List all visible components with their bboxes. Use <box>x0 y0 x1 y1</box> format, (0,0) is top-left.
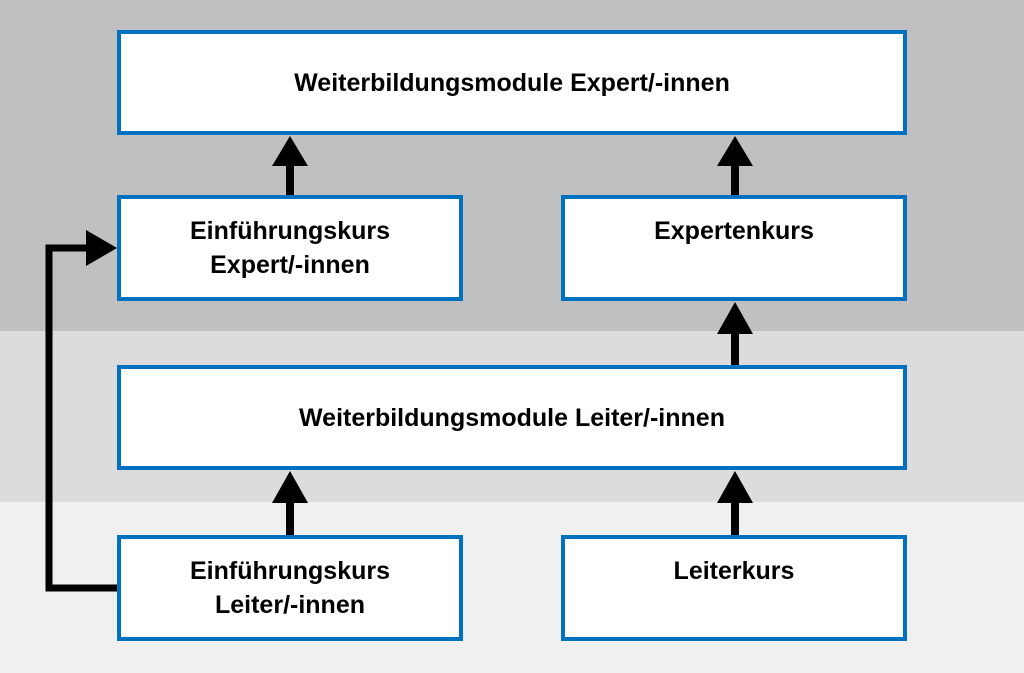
arrow-shaft <box>731 160 739 197</box>
box-label: Weiterbildungsmodule Expert/-innen <box>294 68 730 97</box>
box-leader-modules: Weiterbildungsmodule Leiter/-innen <box>117 365 907 470</box>
arrow-shaft <box>731 330 739 367</box>
box-label: Leiterkurs <box>673 557 795 585</box>
box-expert-modules: Weiterbildungsmodule Expert/-innen <box>117 30 907 135</box>
arrow-shaft <box>286 500 294 537</box>
box-intro-leader: Einführungskurs Leiter/-innen <box>117 535 463 641</box>
box-leader-course: Leiterkurs <box>561 535 907 641</box>
box-expert-course: Expertenkurs <box>561 195 907 301</box>
box-label: Expertenkurs <box>654 217 814 245</box>
arrow-shaft <box>286 160 294 197</box>
arrow-head <box>717 302 753 334</box>
bypass-connector <box>45 244 118 592</box>
box-label: Weiterbildungsmodule Leiter/-innen <box>299 403 725 432</box>
arrow-head <box>717 136 753 166</box>
box-label: Einführungskurs Leiter/-innen <box>189 557 390 619</box>
arrow-head <box>717 471 753 503</box>
arrow-head <box>272 136 308 166</box>
box-intro-expert: Einführungskurs Expert/-innen <box>117 195 463 301</box>
arrow-head <box>272 471 308 503</box>
box-label: Einführungskurs Expert/-innen <box>189 217 390 279</box>
arrow-head <box>86 230 117 266</box>
arrow-shaft <box>731 500 739 537</box>
